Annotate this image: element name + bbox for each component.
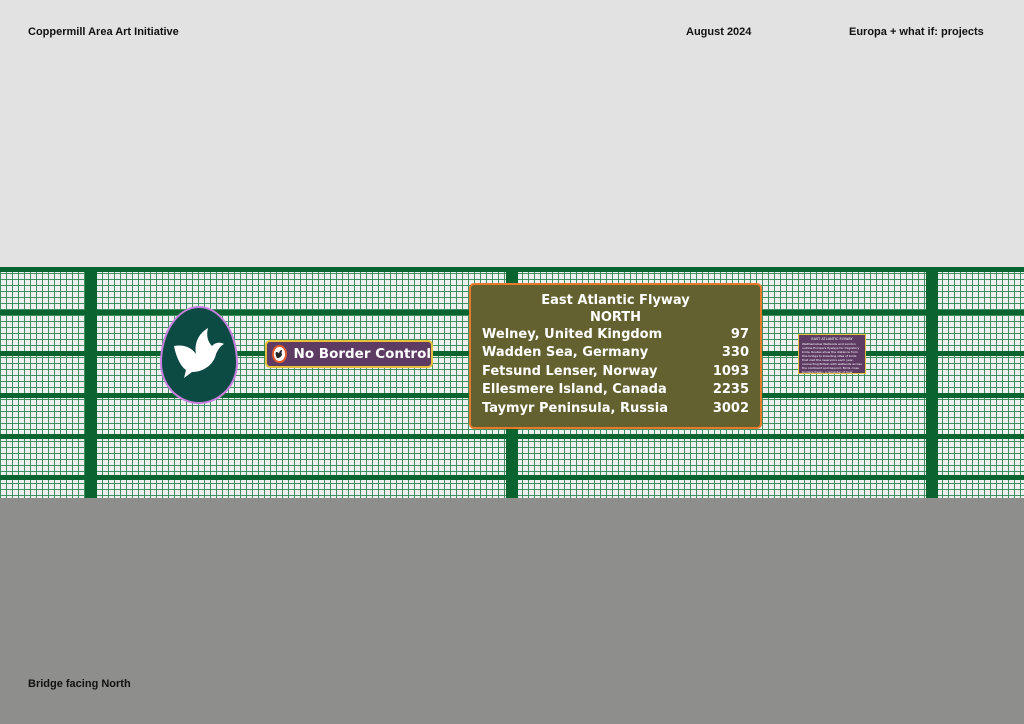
destination-place: Taymyr Peninsula, Russia	[482, 400, 668, 416]
header-project: Europa + what if: projects	[849, 26, 984, 38]
flyway-title: East Atlantic Flyway	[541, 293, 690, 308]
destination-distance: 2235	[712, 382, 749, 398]
destination-distance: 1093	[712, 363, 749, 379]
flyway-sign: East Atlantic Flyway NORTH Welney, Unite…	[469, 283, 762, 429]
destination-distance: 330	[721, 345, 749, 361]
plaque-title: EAST ATLANTIC FLYWAY	[811, 337, 853, 341]
destination-row: Welney, United Kingdom 97	[471, 326, 760, 344]
destination-row: Fetsund Lenser, Norway 1093	[471, 363, 760, 381]
info-plaque: EAST ATLANTIC FLYWAY Walthamstow Wetland…	[798, 334, 866, 374]
bird-icon	[174, 328, 224, 378]
destination-place: Welney, United Kingdom	[482, 327, 663, 342]
header-organization: Coppermill Area Art Initiative	[28, 26, 179, 38]
caption: Bridge facing North	[28, 678, 131, 690]
destination-row: Ellesmere Island, Canada 2235	[471, 381, 760, 399]
destination-distance: 3002	[712, 400, 749, 416]
ground	[0, 498, 1024, 724]
egg-sign	[160, 306, 238, 404]
destination-row: Taymyr Peninsula, Russia 3002	[471, 400, 760, 418]
header-date: August 2024	[686, 26, 752, 38]
fence-post	[85, 267, 97, 498]
destination-row: Wadden Sea, Germany 330	[471, 344, 760, 362]
no-border-control-sign: No Border Control	[265, 340, 433, 368]
destination-place: Ellesmere Island, Canada	[482, 382, 667, 398]
fence-post	[926, 267, 938, 498]
destination-place: Wadden Sea, Germany	[482, 345, 649, 361]
flyway-direction: NORTH	[589, 310, 642, 325]
destination-distance: 97	[730, 327, 749, 342]
plaque-body: Walthamstow Wetlands and London outline …	[802, 342, 862, 374]
no-border-control-label: No Border Control	[293, 346, 431, 362]
destination-place: Fetsund Lenser, Norway	[482, 363, 658, 379]
bird-in-circle-icon	[272, 345, 287, 363]
